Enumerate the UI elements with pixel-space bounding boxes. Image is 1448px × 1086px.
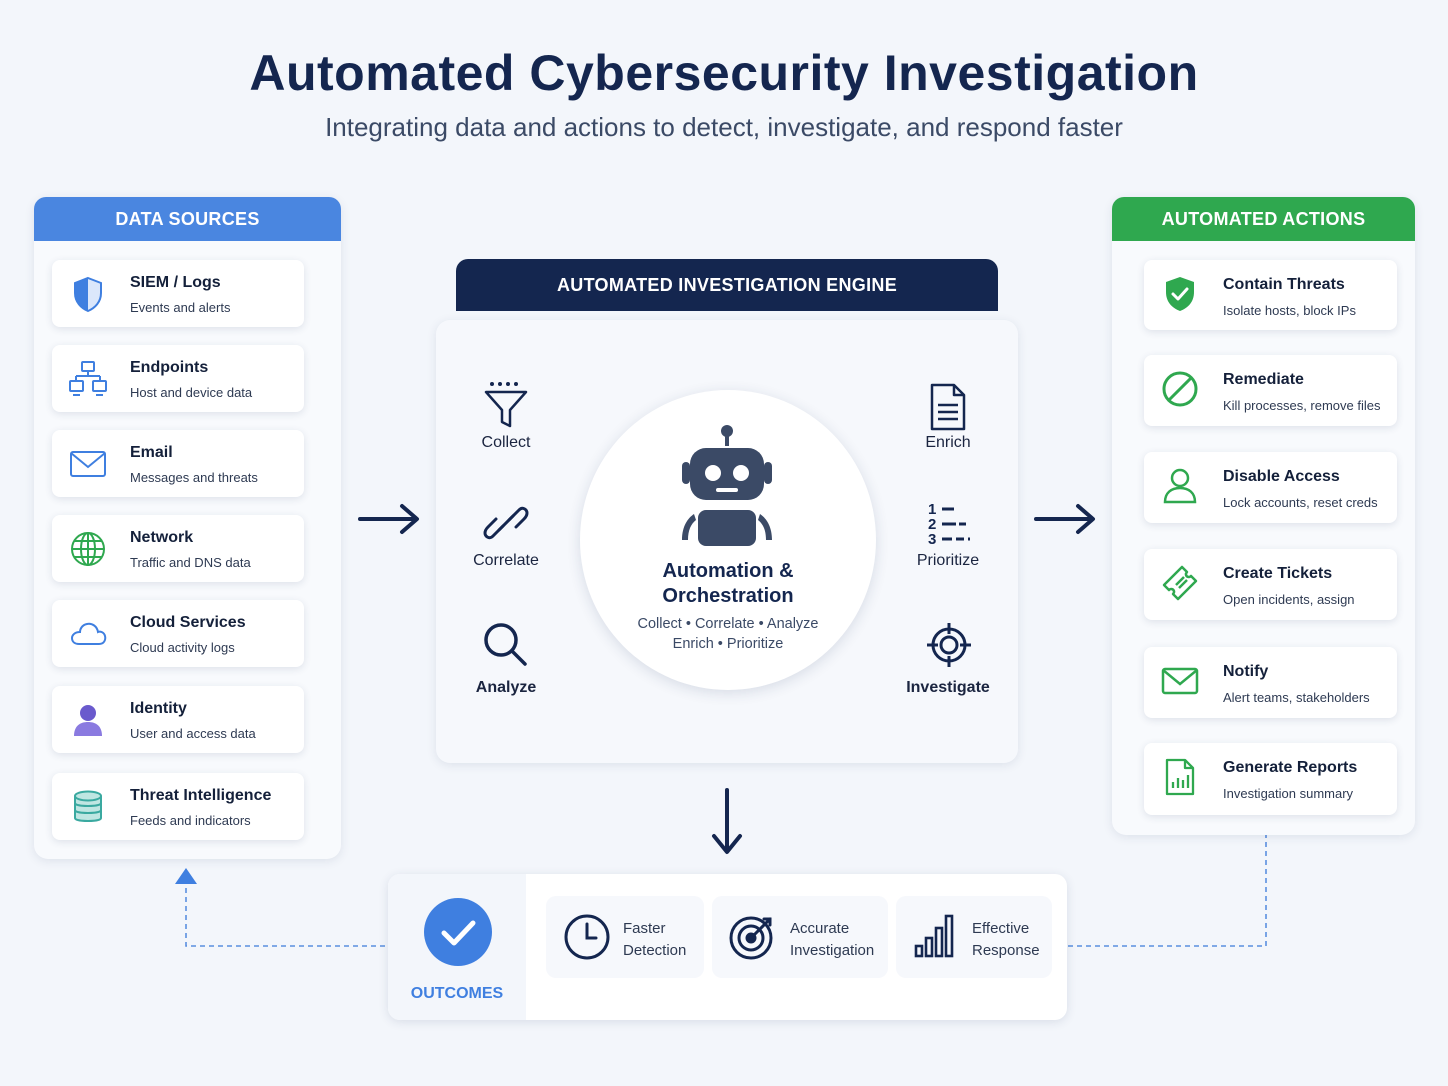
- action-title: Remediate: [1223, 371, 1304, 388]
- outcome-line: Faster: [623, 920, 666, 937]
- step-correlate-label: Correlate: [473, 552, 539, 569]
- source-title: Endpoints: [130, 359, 209, 376]
- action-subtitle: Lock accounts, reset creds: [1223, 495, 1378, 510]
- outcome-effective-response: Effective Response: [972, 918, 1040, 962]
- source-threat-intelligence[interactable]: Threat Intelligence Feeds and indicators: [52, 773, 304, 840]
- source-subtitle: Host and device data: [130, 385, 253, 400]
- outcome-line: Detection: [623, 942, 687, 959]
- page-subtitle: Integrating data and actions to detect, …: [325, 112, 1123, 142]
- source-title: Cloud Services: [130, 614, 246, 631]
- network-devices-icon: [69, 361, 107, 396]
- step-analyze-label: Analyze: [475, 679, 537, 696]
- action-title: Contain Threats: [1223, 276, 1345, 293]
- source-subtitle: Feeds and indicators: [130, 813, 251, 828]
- engine-center-subtitle: Collect • Correlate • Analyze Enrich • P…: [580, 614, 876, 654]
- svg-text:1: 1: [928, 501, 936, 518]
- database-icon: [74, 790, 102, 822]
- numbered-list-icon: 123: [928, 501, 970, 548]
- source-identity[interactable]: Identity User and access data: [52, 686, 304, 753]
- globe-icon: [71, 532, 105, 566]
- outcome-item: [896, 896, 1052, 978]
- center-title-line: Orchestration: [662, 585, 794, 607]
- engine-center-title: Automation & Orchestration: [580, 559, 876, 609]
- outcome-accurate-investigation: Accurate Investigation: [790, 918, 874, 962]
- source-title: Threat Intelligence: [130, 787, 272, 804]
- prohibit-icon: [1162, 371, 1198, 407]
- center-subtitle-line: Enrich • Prioritize: [672, 636, 784, 652]
- source-subtitle: Events and alerts: [130, 300, 231, 315]
- bar-chart-icon: [914, 914, 954, 958]
- outcome-line: Effective: [972, 920, 1030, 937]
- shield-icon: [74, 276, 102, 313]
- report-icon: [1165, 758, 1195, 796]
- action-contain-threats[interactable]: Contain Threats Isolate hosts, block IPs: [1144, 260, 1397, 330]
- action-title: Disable Access: [1223, 468, 1340, 485]
- source-title: Identity: [130, 700, 187, 717]
- step-enrich-label: Enrich: [925, 434, 971, 451]
- user-outline-icon: [1163, 468, 1197, 504]
- action-subtitle: Kill processes, remove files: [1223, 398, 1381, 413]
- center-title-line: Automation &: [662, 560, 794, 582]
- action-title: Notify: [1223, 663, 1269, 680]
- source-title: Email: [130, 444, 173, 461]
- robot-icon: [682, 425, 772, 546]
- action-subtitle: Open incidents, assign: [1223, 592, 1355, 607]
- action-generate-reports[interactable]: Generate Reports Investigation summary: [1144, 743, 1397, 815]
- data-sources-header: DATA SOURCES: [34, 197, 341, 241]
- source-cloud-services[interactable]: Cloud Services Cloud activity logs: [52, 600, 304, 667]
- source-title: SIEM / Logs: [130, 274, 221, 291]
- source-subtitle: Messages and threats: [130, 470, 258, 485]
- envelope-icon: [1161, 667, 1199, 695]
- step-collect-label: Collect: [481, 434, 531, 451]
- magnifier-icon: [484, 623, 527, 666]
- actions-header: AUTOMATED ACTIONS: [1112, 197, 1415, 241]
- cloud-icon: [70, 622, 107, 645]
- up-arrow-icon: [175, 868, 197, 884]
- step-prioritize-label: Prioritize: [916, 552, 980, 569]
- action-notify[interactable]: Notify Alert teams, stakeholders: [1144, 647, 1397, 718]
- source-subtitle: Cloud activity logs: [130, 640, 235, 655]
- outcome-line: Accurate: [790, 920, 850, 937]
- funnel-icon: [484, 382, 528, 428]
- crosshair-icon: [927, 623, 971, 667]
- source-title: Network: [130, 529, 194, 546]
- clock-icon: [564, 914, 610, 960]
- outcome-faster-detection: Faster Detection: [623, 918, 686, 962]
- action-subtitle: Isolate hosts, block IPs: [1223, 303, 1356, 318]
- step-investigate-label: Investigate: [906, 679, 990, 696]
- outcome-line: Investigation: [790, 942, 875, 959]
- ticket-icon: [1162, 565, 1198, 601]
- source-network[interactable]: Network Traffic and DNS data: [52, 515, 304, 582]
- engine-header: AUTOMATED INVESTIGATION ENGINE: [456, 259, 998, 311]
- action-subtitle: Alert teams, stakeholders: [1223, 690, 1370, 705]
- target-icon: [729, 916, 773, 960]
- svg-text:3: 3: [928, 531, 936, 548]
- action-disable-access[interactable]: Disable Access Lock accounts, reset cred…: [1144, 452, 1397, 523]
- link-icon: [483, 506, 529, 540]
- center-subtitle-line: Collect • Correlate • Analyze: [637, 616, 819, 632]
- action-title: Create Tickets: [1223, 565, 1333, 582]
- action-create-tickets[interactable]: Create Tickets Open incidents, assign: [1144, 549, 1397, 620]
- source-subtitle: User and access data: [130, 726, 256, 741]
- envelope-icon: [70, 451, 106, 477]
- page-title: Automated Cybersecurity Investigation: [249, 45, 1199, 101]
- user-icon: [74, 705, 102, 736]
- document-icon: [930, 383, 966, 431]
- svg-text:2: 2: [928, 516, 936, 533]
- outcome-line: Response: [972, 942, 1040, 959]
- shield-check-icon: [1166, 277, 1194, 311]
- check-circle-icon: [424, 898, 492, 966]
- outcome-item: [712, 896, 888, 978]
- source-siem-logs[interactable]: SIEM / Logs Events and alerts: [52, 260, 304, 327]
- source-endpoints[interactable]: Endpoints Host and device data: [52, 345, 304, 412]
- outcome-item: [546, 896, 704, 978]
- source-email[interactable]: Email Messages and threats: [52, 430, 304, 497]
- action-remediate[interactable]: Remediate Kill processes, remove files: [1144, 355, 1397, 426]
- source-subtitle: Traffic and DNS data: [130, 555, 251, 570]
- action-title: Generate Reports: [1223, 759, 1358, 776]
- outcomes-label: OUTCOMES: [410, 985, 504, 1002]
- action-subtitle: Investigation summary: [1223, 786, 1354, 801]
